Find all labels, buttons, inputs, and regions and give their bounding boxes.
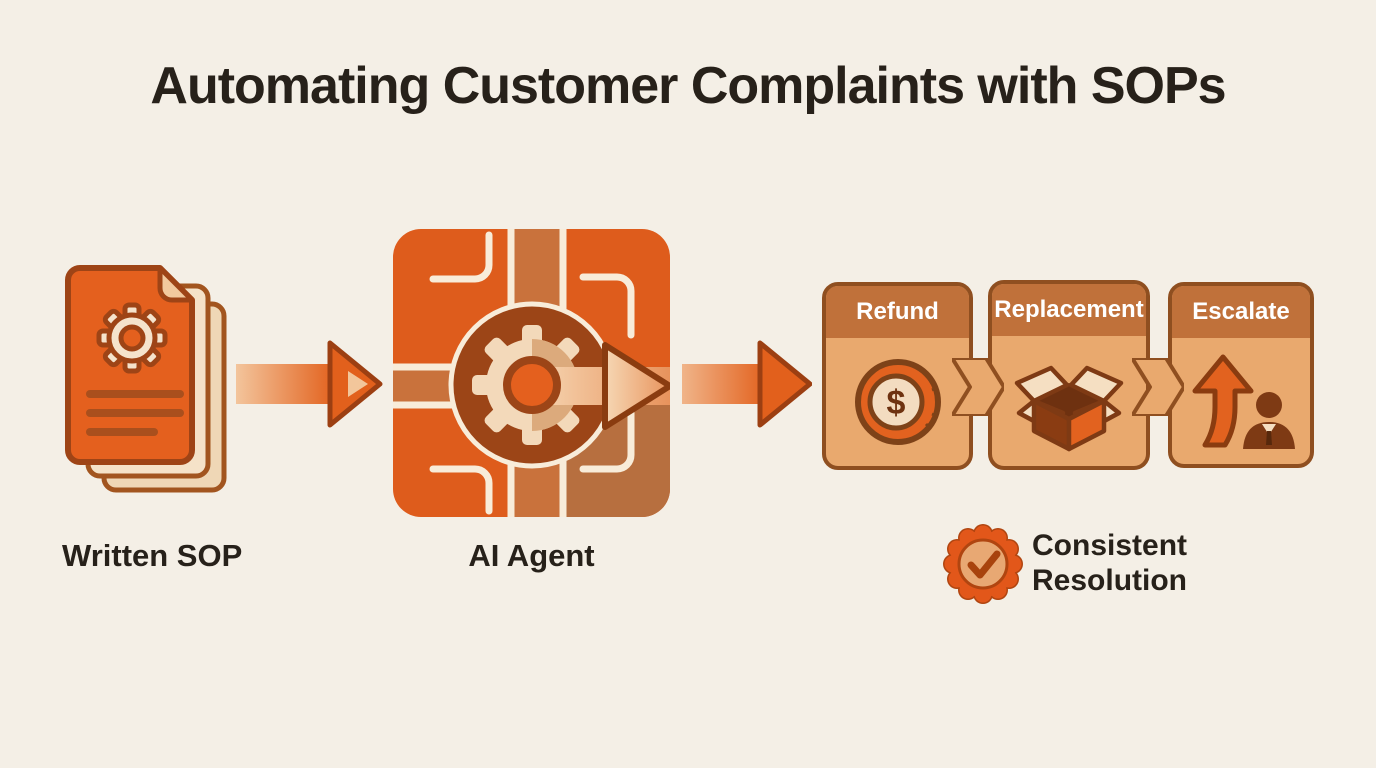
outcome-card-escalate: Escalate [1168,282,1314,468]
badge-label: Consistent Resolution [1032,529,1188,597]
check-seal-icon [938,519,1028,614]
agent-label: AI Agent [468,538,595,573]
outcome-card-header: Replacement [992,284,1146,336]
document-gear-icon [62,264,240,509]
escalate-arrow-person-icon [1172,338,1310,464]
page-title: Automating Customer Complaints with SOPs [150,57,1226,115]
outcome-card-refund: Refund $ [822,282,973,470]
flow-arrow-right-icon [682,338,813,435]
sop-label: Written SOP [62,538,243,573]
outcome-card-header: Escalate [1172,286,1310,338]
dollar-symbol: $ [886,384,905,422]
coin-dollar-icon: $ [826,338,969,466]
outcome-card-header: Refund [826,286,969,338]
flow-arrow-right-icon [236,340,384,435]
card-connector-chevron-icon [1130,356,1186,421]
outcome-card-replacement: Replacement [988,280,1150,470]
open-box-icon [992,336,1146,466]
card-connector-chevron-icon [950,356,1006,421]
agent-gear-circuit-icon [393,229,670,522]
